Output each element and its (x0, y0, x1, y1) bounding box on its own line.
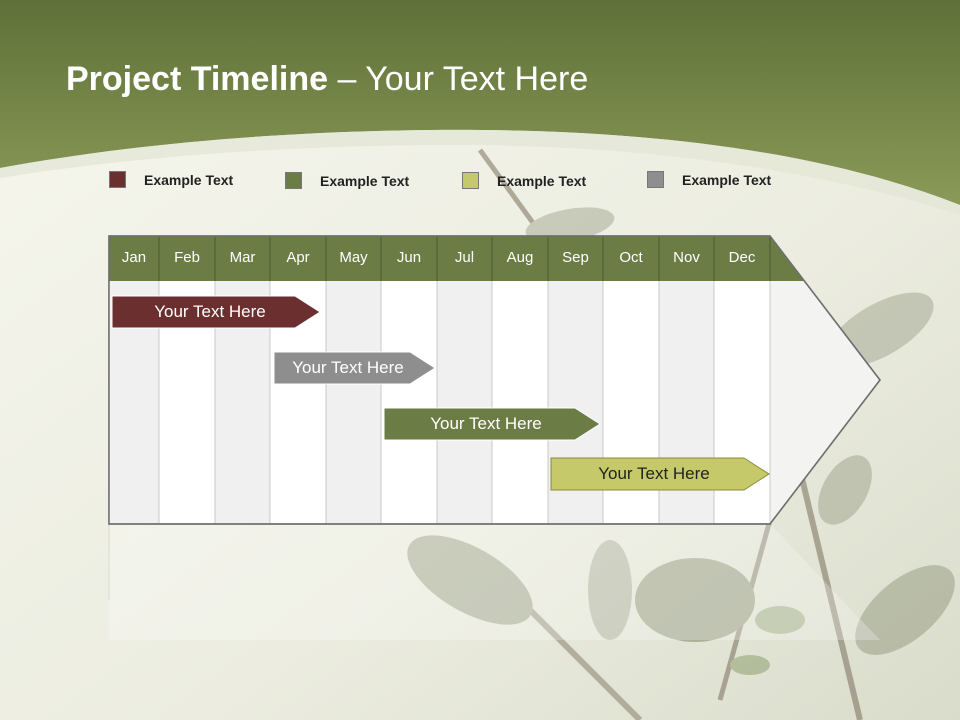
month-label: Feb (174, 249, 200, 266)
month-label: Jul (454, 249, 475, 266)
legend-swatch (285, 172, 302, 189)
task-bar (111, 295, 321, 329)
legend-label: Example Text (497, 172, 587, 189)
title-bold: Project Timeline (66, 60, 329, 98)
month-label: Apr (286, 249, 310, 266)
task-bar (273, 351, 436, 385)
legend-label: Example Text (320, 172, 410, 189)
month-label: Mar (229, 249, 256, 266)
legend-label: Example Text (682, 171, 772, 188)
month-label: Oct (619, 249, 643, 266)
task-bar (550, 457, 770, 491)
legend-swatch (109, 171, 126, 188)
legend-item: Example Text (285, 172, 409, 189)
slide-title: Project Timeline – Your Text Here (66, 60, 588, 99)
task-bar-label: Your Text Here (598, 464, 710, 483)
task-bar (383, 407, 601, 441)
month-label: Jun (396, 249, 422, 266)
title-rest: – Your Text Here (328, 60, 589, 98)
task-bar-label: Your Text Here (292, 358, 404, 377)
task-bar-label: Your Text Here (154, 302, 266, 321)
task-bar-label: Your Text Here (430, 414, 542, 433)
month-label: Jan (121, 249, 147, 266)
legend-item: Example Text (647, 171, 771, 188)
legend-item: Example Text (462, 172, 586, 189)
month-label: Dec (728, 249, 756, 266)
legend-item: Example Text (109, 171, 233, 188)
month-label: Aug (506, 249, 534, 266)
month-label: Sep (562, 249, 589, 266)
legend-label: Example Text (144, 171, 234, 188)
month-label: May (339, 249, 368, 266)
legend-swatch (647, 171, 664, 188)
month-label: Nov (673, 249, 700, 266)
legend-swatch (462, 172, 479, 189)
